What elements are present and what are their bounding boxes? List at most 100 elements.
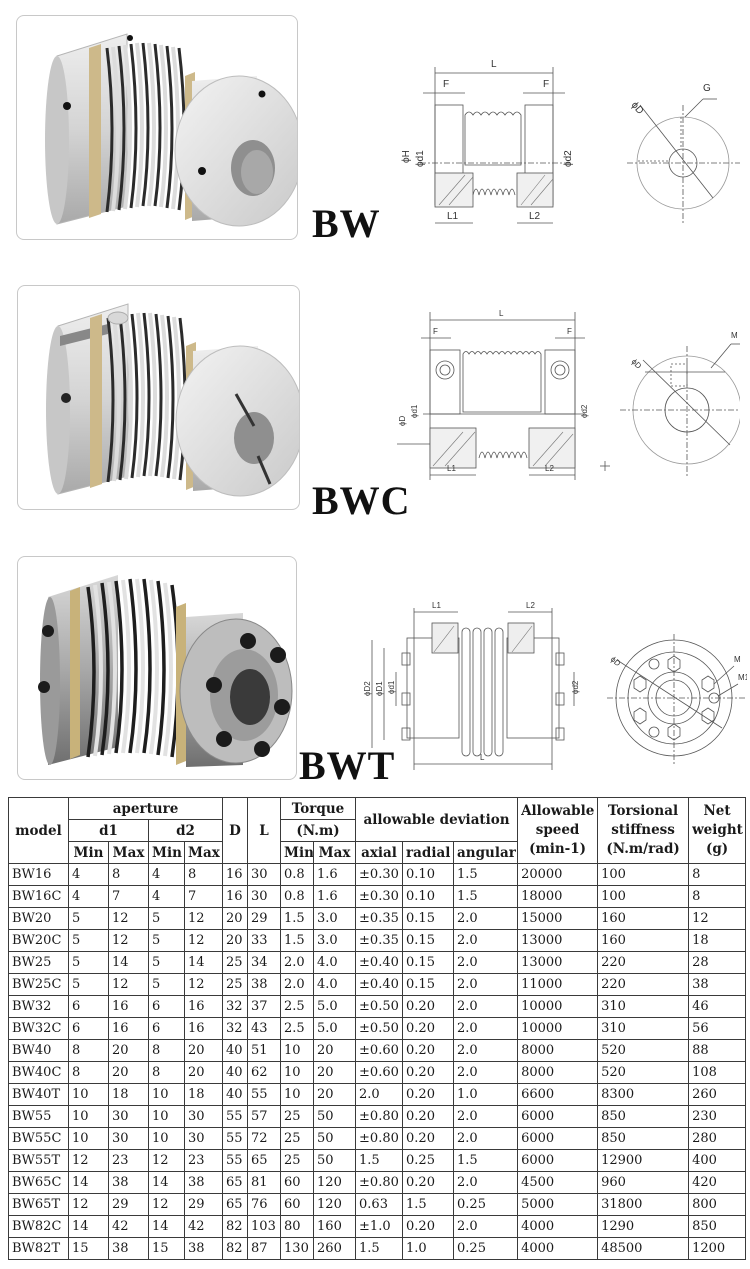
cell-speed: 6000	[517, 1127, 599, 1150]
dim-label-d2: ϕd2	[571, 680, 580, 694]
bw-product-photo	[16, 15, 298, 240]
cell-stiffness: 850	[597, 1105, 690, 1128]
header-net-weight: Net weight (g)	[688, 797, 747, 864]
cell-torque-max: 3.0	[313, 907, 357, 930]
header-radial: radial	[402, 841, 455, 864]
cell-angular: 2.0	[453, 1215, 519, 1238]
cell-length: 30	[247, 885, 282, 908]
cell-torque-max: 1.6	[313, 885, 357, 908]
bwt-product-photo	[17, 556, 297, 780]
cell-weight: 280	[688, 1127, 747, 1150]
header-torque-min: Min	[280, 841, 315, 864]
cell-d1-min: 12	[68, 1193, 109, 1216]
dim-label-d1-outer: ϕD1	[375, 681, 384, 696]
cell-speed: 13000	[517, 929, 599, 952]
cell-d2-min: 10	[148, 1127, 185, 1150]
cell-axial: ±0.80	[355, 1105, 404, 1128]
dim-label-m1: M1	[738, 673, 747, 682]
cell-d1-min: 4	[68, 863, 109, 886]
cell-d1-min: 10	[68, 1105, 109, 1128]
dim-label-l1: L1	[432, 601, 441, 610]
cell-d1-min: 10	[68, 1127, 109, 1150]
cell-d2-min: 8	[148, 1061, 185, 1084]
cell-axial: ±0.35	[355, 907, 404, 930]
cell-radial: 0.15	[402, 973, 455, 996]
cell-d1-max: 23	[108, 1149, 149, 1172]
dim-label-f-right: F	[543, 79, 549, 90]
cell-torque-max: 120	[313, 1193, 357, 1216]
cell-radial: 0.20	[402, 1171, 455, 1194]
cell-outer-diameter: 16	[222, 885, 249, 908]
dim-label-l1: L1	[447, 211, 459, 222]
cell-stiffness: 100	[597, 885, 690, 908]
cell-speed: 5000	[517, 1193, 599, 1216]
cell-speed: 6000	[517, 1105, 599, 1128]
cell-model: BW55T	[8, 1149, 69, 1172]
header-allowable-deviation: allowable deviation	[355, 797, 519, 842]
cell-length: 38	[247, 973, 282, 996]
cell-radial: 0.15	[402, 907, 455, 930]
cell-radial: 0.20	[402, 1215, 455, 1238]
cell-speed: 18000	[517, 885, 599, 908]
cell-weight: 230	[688, 1105, 747, 1128]
header-d1-max: Max	[108, 841, 149, 864]
cell-stiffness: 31800	[597, 1193, 690, 1216]
cell-model: BW40T	[8, 1083, 69, 1106]
cell-stiffness: 160	[597, 929, 690, 952]
cell-speed: 8000	[517, 1061, 599, 1084]
cell-outer-diameter: 32	[222, 995, 249, 1018]
cell-d2-max: 16	[183, 1017, 224, 1040]
cell-torque-max: 3.0	[313, 929, 357, 952]
cell-d2-min: 8	[148, 1039, 185, 1062]
cell-torque-max: 160	[313, 1215, 357, 1238]
cell-radial: 1.5	[402, 1193, 455, 1216]
cell-stiffness: 960	[597, 1171, 690, 1194]
cell-angular: 0.25	[453, 1193, 519, 1216]
cell-outer-diameter: 16	[222, 863, 249, 886]
cell-d1-min: 8	[68, 1039, 109, 1062]
cell-d2-min: 15	[148, 1237, 185, 1260]
cell-axial: 0.63	[355, 1193, 404, 1216]
cell-d1-min: 8	[68, 1061, 109, 1084]
cell-d1-max: 30	[108, 1105, 149, 1128]
cell-torque-max: 5.0	[313, 1017, 357, 1040]
cell-d2-max: 20	[183, 1061, 224, 1084]
cell-stiffness: 520	[597, 1061, 690, 1084]
cell-axial: 1.5	[355, 1149, 404, 1172]
dim-label-m: M	[734, 655, 741, 664]
cell-weight: 56	[688, 1017, 747, 1040]
cell-d2-max: 16	[183, 995, 224, 1018]
dim-label-m: M	[731, 331, 738, 340]
cell-speed: 8000	[517, 1039, 599, 1062]
cell-radial: 0.20	[402, 995, 455, 1018]
cell-radial: 1.0	[402, 1237, 455, 1260]
cell-outer-diameter: 40	[222, 1083, 249, 1106]
cell-length: 65	[247, 1149, 282, 1172]
cell-d2-min: 5	[148, 907, 185, 930]
cell-d1-max: 14	[108, 951, 149, 974]
cell-outer-diameter: 55	[222, 1149, 249, 1172]
cell-d2-max: 30	[183, 1127, 224, 1150]
cell-d1-max: 12	[108, 929, 149, 952]
dim-label-d1: ϕd1	[410, 404, 419, 418]
cell-speed: 13000	[517, 951, 599, 974]
cell-d2-max: 30	[183, 1105, 224, 1128]
cell-stiffness: 850	[597, 1127, 690, 1150]
cell-torque-max: 4.0	[313, 951, 357, 974]
cell-d1-min: 6	[68, 995, 109, 1018]
cell-d1-min: 5	[68, 929, 109, 952]
dim-label-l: L	[499, 310, 504, 318]
cell-model: BW82T	[8, 1237, 69, 1260]
cell-torque-max: 120	[313, 1171, 357, 1194]
specification-table: model aperture D L Torque allowable devi…	[8, 797, 747, 1260]
cell-outer-diameter: 55	[222, 1127, 249, 1150]
dim-label-l1: L1	[447, 464, 456, 473]
cell-torque-min: 2.5	[280, 995, 315, 1018]
cell-d1-max: 16	[108, 995, 149, 1018]
cell-outer-diameter: 25	[222, 951, 249, 974]
